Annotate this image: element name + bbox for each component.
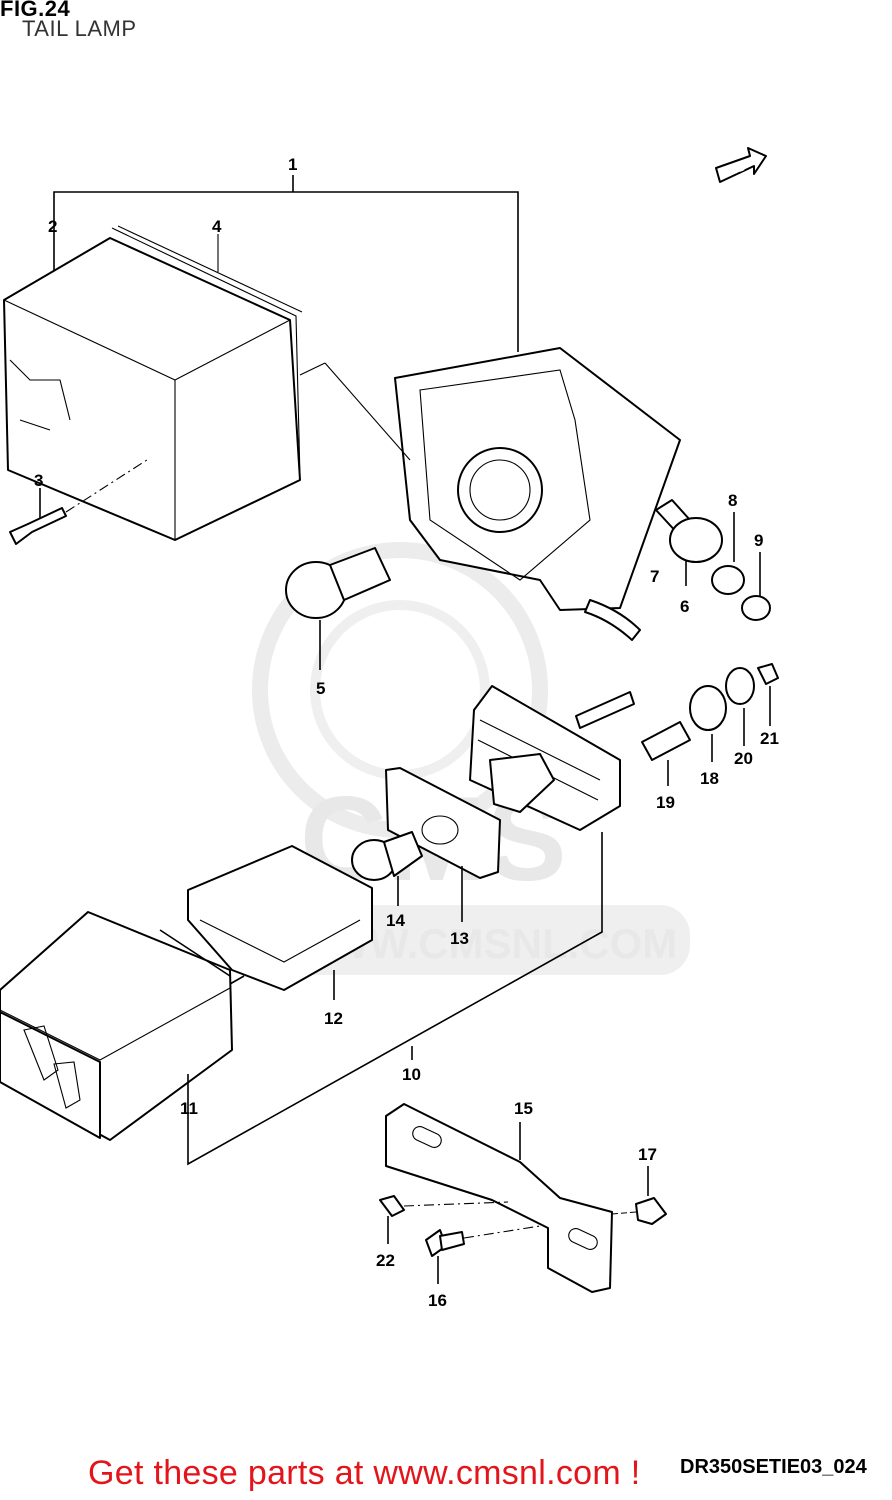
callout-20: 20	[734, 749, 753, 768]
callout-3: 3	[34, 471, 43, 490]
callout-4: 4	[212, 217, 222, 236]
assembly-bracket-10	[187, 832, 603, 1166]
callout-19: 19	[656, 793, 675, 812]
assembly-bracket-1	[53, 175, 519, 352]
callout-2: 2	[48, 217, 57, 236]
part-license-bracket-15	[385, 1103, 613, 1293]
part-plate-13	[385, 767, 501, 922]
callout-7: 7	[650, 567, 659, 586]
callout-9: 9	[754, 531, 763, 550]
callout-numbers: 1 2 3 4 5 6 7 8 9 10 11 12 13 14 15 16 1…	[34, 155, 779, 1310]
callout-10: 10	[402, 1065, 421, 1084]
figure-code: DR350SETIE03_024	[680, 1456, 867, 1478]
part-bulb-5	[285, 547, 391, 670]
callout-21: 21	[760, 729, 779, 748]
part-housing	[299, 347, 681, 641]
callout-18: 18	[700, 769, 719, 788]
fwd-label: FWD	[720, 161, 748, 181]
callout-22: 22	[376, 1251, 395, 1270]
parts-spacer-grommet-washer-nut	[641, 663, 779, 786]
callout-8: 8	[728, 491, 737, 510]
part-screw	[9, 457, 151, 545]
part-reflector-12	[187, 845, 373, 1000]
part-lens-11	[0, 911, 245, 1141]
callout-6: 6	[680, 597, 689, 616]
callout-14: 14	[386, 911, 405, 930]
parts-bolt-nut-collar	[379, 1166, 667, 1284]
part-bulb-14	[351, 831, 423, 906]
figure-number: FIG.24	[0, 0, 71, 21]
callout-11: 11	[180, 1099, 198, 1118]
callout-17: 17	[638, 1145, 657, 1164]
callout-12: 12	[324, 1009, 343, 1028]
callout-5: 5	[316, 679, 325, 698]
footer-cta-link[interactable]: Get these parts at www.cmsnl.com !	[88, 1454, 641, 1492]
parts-socket-grommet-washer-nut	[655, 499, 771, 621]
part-lens	[3, 225, 303, 541]
figure-title: TAIL LAMP	[22, 16, 137, 41]
callout-15: 15	[514, 1099, 533, 1118]
callout-16: 16	[428, 1291, 447, 1310]
callout-13: 13	[450, 929, 469, 948]
part-rear-housing	[469, 685, 635, 831]
forward-direction-badge: FWD	[715, 147, 767, 183]
callout-1: 1	[288, 155, 297, 174]
